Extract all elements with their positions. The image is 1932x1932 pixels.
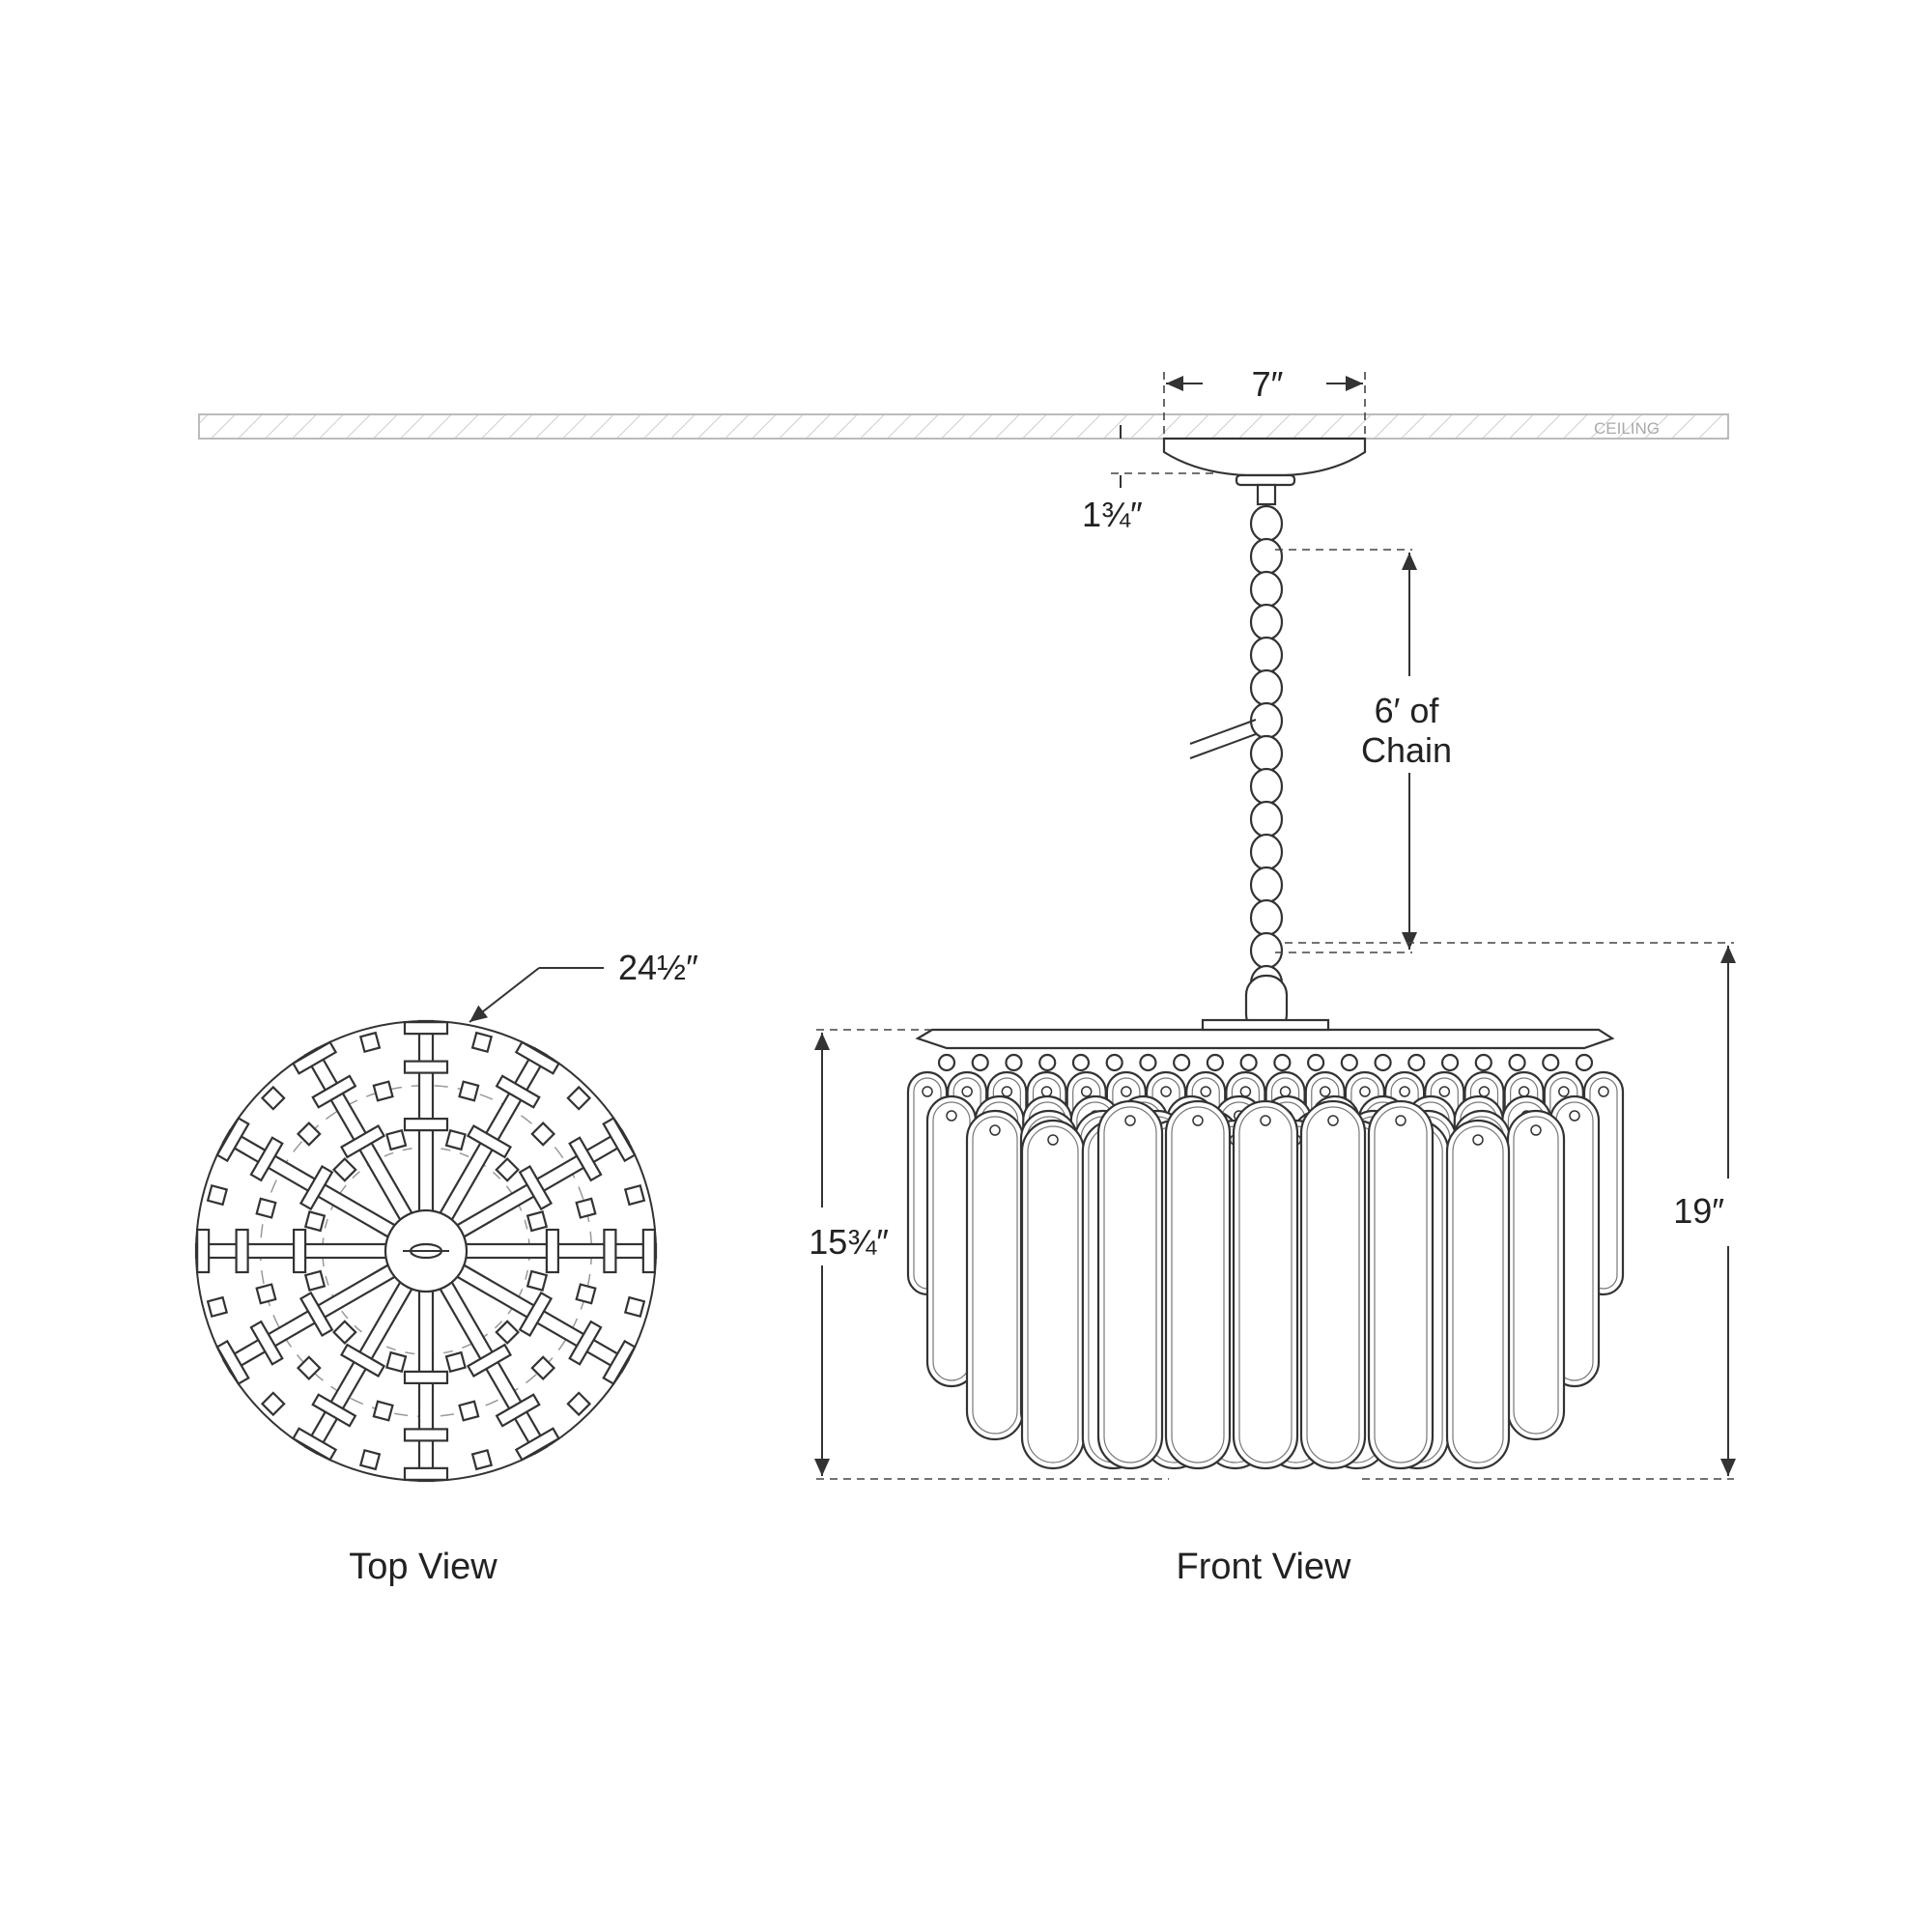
- spoke-arm: [292, 1040, 414, 1223]
- hook: [1005, 1053, 1023, 1072]
- hook: [1038, 1053, 1057, 1072]
- hook: [1340, 1053, 1358, 1072]
- chain-link: [1249, 636, 1284, 674]
- chain-link: [1249, 866, 1284, 904]
- glass-pendant: [1367, 1099, 1435, 1470]
- chain-length-label-line2: Chain: [1361, 730, 1452, 770]
- glass-pendant: [1506, 1109, 1566, 1441]
- spoke-arm: [438, 1040, 560, 1223]
- hook: [1273, 1053, 1292, 1072]
- hook: [1542, 1053, 1560, 1072]
- canopy-width-label: 7″: [1252, 364, 1284, 404]
- overall-height-dimension: 19″: [1285, 942, 1736, 1480]
- chain-link: [1249, 800, 1284, 838]
- ceiling-label: CEILING: [1594, 419, 1660, 438]
- glass-pendant: [1164, 1099, 1232, 1470]
- diameter-dimension: 24½″: [469, 948, 698, 1023]
- fixture-height-label: 15¾″: [809, 1222, 889, 1262]
- hook: [1575, 1053, 1594, 1072]
- chain-link: [1249, 537, 1284, 576]
- hook: [1374, 1053, 1392, 1072]
- hook: [937, 1053, 956, 1072]
- top-view-caption: Top View: [349, 1547, 497, 1587]
- glass-pendant: [1096, 1099, 1164, 1470]
- hook: [1307, 1053, 1325, 1072]
- hook: [1440, 1053, 1460, 1072]
- chain-length-label-line1: 6′ of: [1375, 691, 1440, 730]
- spoke-arm: [215, 1263, 398, 1385]
- ceiling: CEILING: [198, 413, 1729, 440]
- glass-pendant: [1299, 1099, 1367, 1470]
- chain-link: [1249, 668, 1284, 707]
- chain-link: [1249, 898, 1284, 937]
- spoke-arm: [403, 1019, 449, 1214]
- chain-link: [1249, 931, 1284, 970]
- hook: [1239, 1053, 1258, 1072]
- chain-link: [1249, 734, 1284, 773]
- canopy-width-dimension: 7″: [1163, 364, 1366, 439]
- chain-link: [1249, 603, 1284, 641]
- glass-pendant: [965, 1109, 1025, 1441]
- hook: [1407, 1053, 1426, 1072]
- hook: [1206, 1053, 1224, 1072]
- chain-link: [1249, 570, 1284, 609]
- frame-ring: [915, 1028, 1615, 1050]
- front-view-caption: Front View: [1177, 1547, 1351, 1587]
- hook: [971, 1053, 989, 1072]
- canopy: [1162, 437, 1367, 487]
- front-view-chandelier: [906, 1018, 1625, 1470]
- hook: [1474, 1053, 1492, 1072]
- chain-link: [1249, 833, 1284, 871]
- fixture-height-dimension: 15¾″: [809, 1029, 1169, 1480]
- hook: [1105, 1053, 1123, 1072]
- diameter-label: 24½″: [618, 948, 698, 987]
- chain-link: [1249, 504, 1284, 543]
- hook: [1071, 1053, 1091, 1072]
- chain-link: [1249, 767, 1284, 806]
- glass-pendant: [1445, 1119, 1511, 1470]
- hook: [1173, 1053, 1191, 1072]
- wire-break-icon: [1189, 719, 1257, 759]
- canopy-height-label: 1¾″: [1082, 495, 1143, 534]
- hook: [1508, 1053, 1526, 1072]
- spoke-arm: [454, 1117, 637, 1239]
- hook: [1139, 1053, 1157, 1072]
- overall-height-label: 19″: [1673, 1191, 1724, 1231]
- top-view-chandelier: [194, 1019, 658, 1483]
- canopy-height-dimension: 1¾″: [1082, 425, 1217, 534]
- spoke-arm: [463, 1228, 658, 1274]
- chain: [1244, 483, 1289, 1036]
- glass-pendant: [1232, 1099, 1299, 1470]
- glass-pendant: [1020, 1119, 1086, 1470]
- chain-length-dimension: 6′ of Chain: [1275, 549, 1452, 953]
